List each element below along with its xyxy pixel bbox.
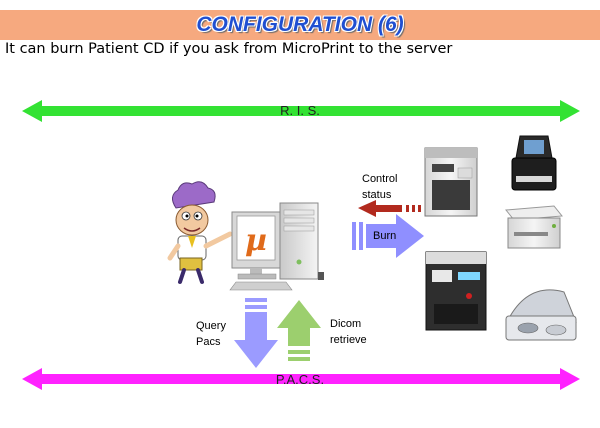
dicom-retrieve-line-1: Dicom [330, 318, 362, 330]
microprint-logo: µ [245, 223, 267, 258]
dicom-retrieve-label: Dicom retrieve [330, 316, 367, 348]
query-pacs-line-1: Query [196, 320, 226, 332]
disc-autoloader-icon [505, 289, 577, 341]
burn-arrow [352, 214, 424, 258]
workstation-icon [229, 202, 324, 291]
disc-robot-tower-icon [424, 147, 478, 217]
control-status-label: Control status [362, 171, 397, 203]
control-status-line-2: status [362, 189, 392, 201]
ris-label: R. I. S. [280, 103, 320, 118]
doctor-character-icon [167, 181, 233, 284]
control-status-line-1: Control [362, 173, 398, 185]
query-pacs-arrow [234, 298, 278, 368]
pacs-arrow [22, 368, 580, 390]
query-pacs-label: Query Pacs [196, 318, 226, 350]
dicom-retrieve-arrow [277, 300, 321, 361]
query-pacs-line-2: Pacs [196, 336, 221, 348]
control-status-arrow [358, 200, 421, 217]
burn-label: Burn [373, 230, 397, 242]
disc-printer-desktop-icon [505, 205, 563, 249]
pacs-label: P.A.C.S. [275, 372, 325, 387]
title-bar: CONFIGURATION (6) [0, 10, 600, 40]
disc-robot-large-icon [425, 251, 487, 331]
dicom-retrieve-line-2: retrieve [330, 334, 367, 346]
page-title: CONFIGURATION (6) [196, 13, 404, 36]
page-subtitle: It can burn Patient CD if you ask from M… [5, 41, 453, 57]
disc-printer-touchscreen-icon [511, 135, 557, 191]
ris-arrow [22, 100, 580, 122]
